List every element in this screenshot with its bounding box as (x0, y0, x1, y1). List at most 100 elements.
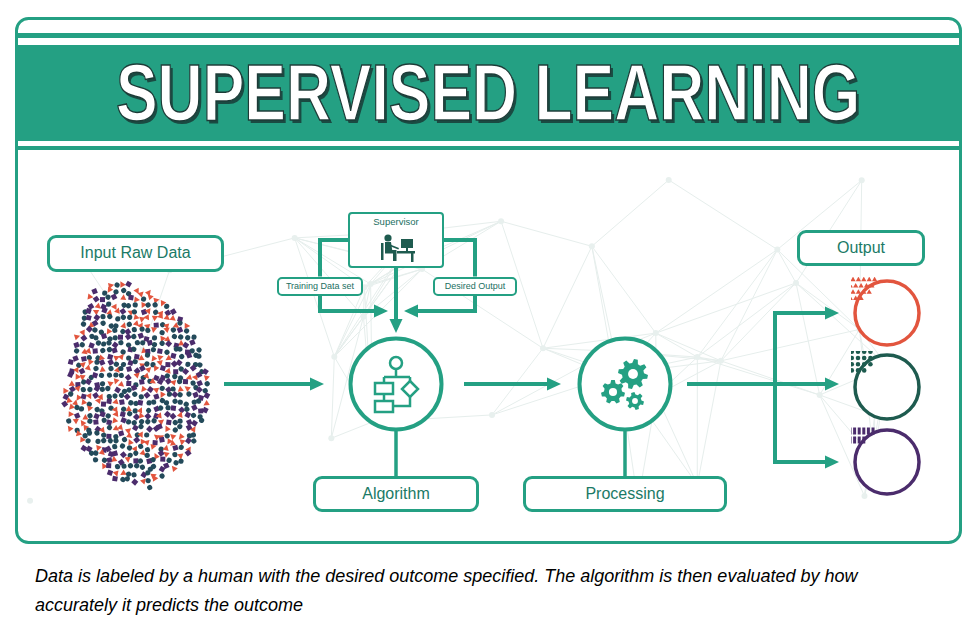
data-point (133, 302, 138, 307)
data-point (154, 323, 159, 328)
data-point (185, 323, 191, 329)
data-point (106, 419, 112, 425)
data-point (203, 375, 210, 382)
class-marker (851, 356, 854, 361)
data-point (66, 397, 73, 404)
class-marker (851, 351, 854, 354)
data-point (134, 314, 141, 321)
data-point (79, 341, 86, 348)
data-point (72, 399, 79, 406)
data-point (143, 439, 150, 446)
output-class (851, 426, 923, 498)
data-point (112, 450, 118, 456)
class-marker (862, 368, 867, 373)
data-point (131, 327, 137, 333)
data-point (162, 449, 170, 457)
data-point (63, 388, 69, 394)
data-point (170, 326, 177, 333)
data-point (150, 475, 158, 483)
data-point (118, 430, 124, 436)
data-point (137, 400, 143, 406)
box-label: Input Raw Data (80, 244, 190, 262)
data-point (159, 385, 166, 392)
data-point (106, 424, 113, 431)
data-point (73, 342, 79, 348)
data-point (159, 437, 165, 443)
data-point (144, 301, 151, 308)
data-point (140, 340, 146, 346)
data-point (86, 326, 93, 333)
class-marker (858, 437, 861, 444)
class-marker (859, 296, 864, 301)
data-point (128, 295, 134, 301)
data-point (149, 355, 157, 363)
data-point (126, 410, 133, 417)
data-point (157, 313, 164, 320)
data-point (131, 472, 137, 478)
data-point (146, 484, 153, 491)
data-point (113, 437, 120, 444)
texture-line (543, 246, 592, 348)
texture-line (721, 361, 820, 395)
data-point (78, 406, 84, 412)
flow-arrow (416, 296, 475, 312)
data-point (80, 398, 88, 405)
data-point (131, 479, 138, 486)
data-point (190, 425, 198, 433)
data-point (133, 413, 140, 420)
data-point (118, 335, 123, 340)
data-point (196, 361, 203, 368)
data-point (158, 340, 165, 347)
icon-monitor (401, 239, 413, 248)
data-point (164, 372, 171, 379)
data-point (170, 464, 178, 472)
texture-dot (666, 177, 672, 183)
data-point (73, 416, 81, 424)
data-point (191, 420, 198, 427)
data-point (165, 362, 170, 367)
data-point (163, 424, 171, 432)
data-point (125, 457, 132, 463)
data-point (191, 404, 198, 411)
data-point (127, 314, 133, 320)
texture-line (331, 422, 372, 438)
data-point (138, 289, 146, 297)
data-point (163, 444, 170, 451)
class-marker (856, 277, 861, 281)
data-point (170, 315, 178, 323)
data-point (160, 457, 165, 462)
data-point (139, 379, 145, 385)
data-point (67, 371, 74, 378)
class-marker (861, 289, 866, 294)
data-point (134, 296, 140, 303)
data-point (114, 464, 120, 470)
data-point (99, 381, 105, 387)
data-point (196, 371, 203, 378)
data-point (158, 472, 165, 479)
texture-dot (489, 412, 495, 418)
output-class (851, 277, 923, 349)
texture-dot (774, 247, 780, 253)
data-point (111, 294, 118, 301)
data-point (147, 386, 154, 393)
gear (618, 359, 648, 389)
data-point (144, 432, 149, 437)
data-point (156, 411, 164, 418)
data-point (164, 411, 171, 418)
data-point (152, 335, 158, 341)
class-marker (867, 428, 870, 435)
class-marker (851, 296, 853, 301)
data-point (82, 414, 88, 420)
texture-line (84, 261, 143, 350)
data-point (164, 304, 169, 309)
data-point (87, 404, 94, 411)
data-point (93, 413, 100, 420)
data-point (190, 432, 196, 438)
data-point (78, 418, 86, 426)
class-marker (868, 362, 873, 367)
data-point (131, 308, 138, 315)
texture-dot (360, 314, 366, 320)
data-point (145, 453, 150, 458)
data-point (185, 437, 192, 444)
data-point (67, 390, 74, 397)
